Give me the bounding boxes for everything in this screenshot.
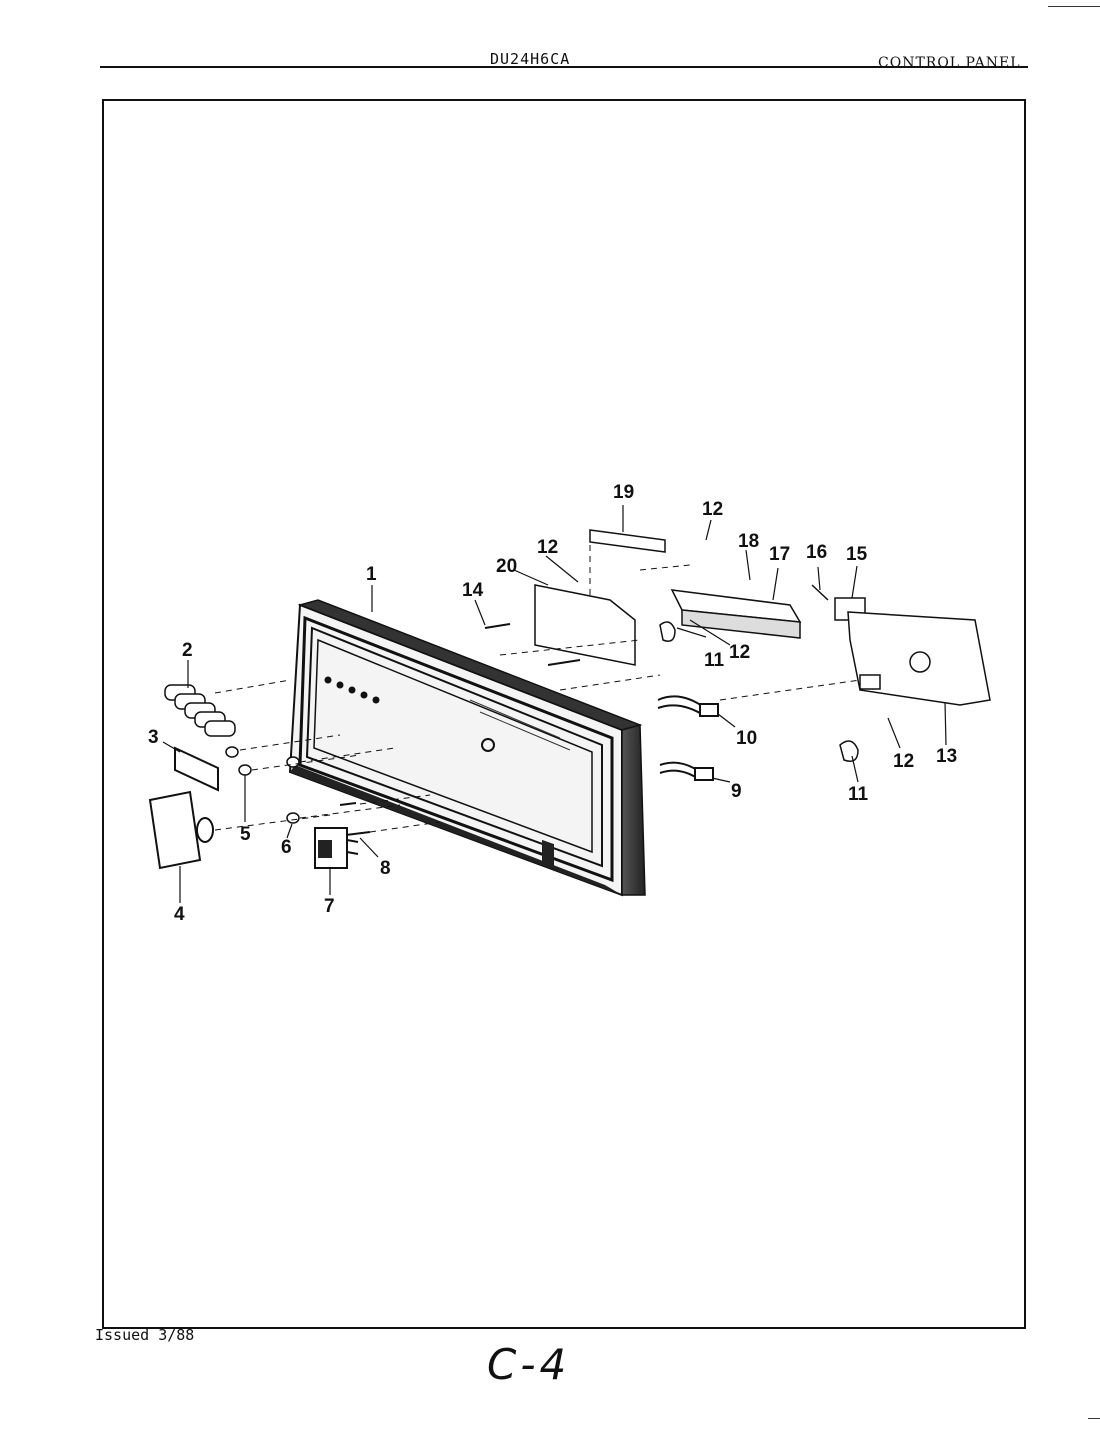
control-panel-part [288, 599, 646, 897]
callout-11b: 11 [848, 784, 869, 805]
callout-12b: 12 [537, 537, 558, 558]
diagram-frame [102, 99, 1026, 1329]
callout-4: 4 [174, 904, 185, 925]
header-rule [100, 66, 1028, 68]
page-edge-mark [1048, 6, 1100, 7]
callout-6: 6 [281, 837, 292, 858]
callout-15: 15 [846, 544, 868, 565]
callout-17: 17 [769, 544, 790, 565]
leader-lines [214, 545, 861, 833]
switch-assembly-part [670, 589, 802, 639]
model-number: DU24H6CA [490, 50, 571, 68]
callout-13: 13 [936, 746, 957, 767]
callout-12d: 12 [893, 751, 914, 772]
callout-11a: 11 [704, 650, 725, 671]
push-buttons-part [164, 684, 236, 737]
callout-9: 9 [731, 781, 742, 802]
callout-7: 7 [324, 896, 335, 917]
callout-19: 19 [613, 482, 634, 503]
callout-18: 18 [738, 531, 759, 552]
callout-2: 2 [182, 640, 193, 661]
screws-part [339, 802, 371, 836]
callout-8: 8 [380, 858, 391, 879]
callout-5: 5 [240, 824, 251, 845]
lamps-part [225, 746, 300, 824]
knob-part [148, 790, 214, 870]
callout-20: 20 [496, 556, 517, 577]
callout-1: 1 [366, 564, 377, 585]
brackets-part [484, 529, 666, 666]
callout-16: 16 [806, 542, 827, 563]
bezel-part [174, 746, 219, 792]
callout-12c: 12 [729, 642, 750, 663]
clamps-part [659, 621, 859, 762]
issued-date: Issued 3/88 [95, 1326, 195, 1344]
page-number: C-4 [487, 1340, 571, 1389]
corner-mark [1088, 1418, 1100, 1419]
callout-3: 3 [148, 727, 159, 748]
wire-terminals-part [657, 695, 719, 781]
callout-10: 10 [736, 728, 757, 749]
rocker-switch-part [314, 827, 359, 869]
callout-leaders [162, 505, 947, 903]
callout-12a: 12 [702, 499, 723, 520]
timer-part [847, 611, 991, 706]
callout-14: 14 [462, 580, 484, 601]
